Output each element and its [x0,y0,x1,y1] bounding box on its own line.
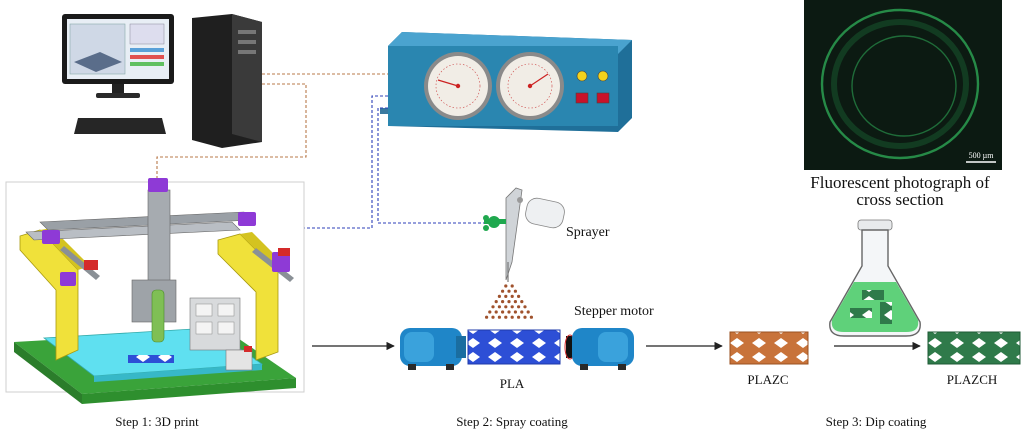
spray-droplet [513,310,518,314]
plazc-label: PLAZC [747,372,788,387]
spray-droplet [523,305,527,309]
spray-droplet [526,310,530,314]
indicator-light-2 [597,70,609,82]
keyboard [74,118,166,134]
fluorescent-caption-line2: cross section [856,190,944,209]
spray-droplet [494,300,498,304]
spray-droplet [507,300,511,304]
spray-droplet [504,305,508,309]
step2-label: Step 2: Spray coating [456,414,568,429]
spray-droplet [529,315,534,319]
spray-droplet [501,289,505,293]
motor-left [400,328,466,370]
spray-droplet [504,294,508,298]
spray-droplet [510,305,514,309]
plazc-scaffold [729,331,809,365]
switch-1 [575,92,589,104]
pc-tower [192,14,262,148]
spray-droplet [485,315,489,319]
sprayer-label: Sprayer [566,225,610,240]
step1-label: Step 1: 3D print [115,414,199,429]
spray-droplet [497,315,501,319]
spray-droplet [494,310,498,314]
spray-droplet [520,310,524,314]
3d-printer [5,178,305,404]
pla-label: PLA [500,376,525,391]
spray-droplet [513,300,518,304]
spray-droplet [497,305,501,309]
switch-2 [596,92,610,104]
spray-droplet [491,305,495,309]
spray-droplet [520,300,524,304]
spray-droplet [501,310,505,314]
scale-bar-label: 500 µm [969,151,995,160]
spray-droplet [497,294,501,298]
spray-droplet [507,289,511,293]
spray-droplet [510,294,514,298]
spray-droplet [504,315,508,319]
plazch-scaffold [927,331,1021,365]
sprayer [483,187,565,282]
spray-droplet [504,284,508,288]
spray-droplet [510,284,514,288]
spray-nozzle-icon [483,215,506,231]
indicator-light-1 [576,70,588,82]
gauge-left [424,52,492,120]
pla-scaffold [467,329,561,365]
spray-droplets [485,284,534,319]
erlenmeyer-flask [829,219,921,337]
motor-right [564,328,634,370]
spray-droplet [517,315,521,319]
spray-droplet [517,294,521,298]
stepper-motor-label: Stepper motor [574,304,654,319]
spray-droplet [523,315,527,319]
wires [156,73,493,311]
print-nozzle [151,289,165,343]
fluorescent-caption-line1: Fluorescent photograph of [810,173,990,192]
plazch-label: PLAZCH [947,372,998,387]
fluorescent-photo [804,0,1002,170]
spray-droplet [491,315,495,319]
spray-droplet [510,315,514,319]
spray-droplet [501,300,505,304]
step3-label: Step 3: Dip coating [826,414,927,429]
computer [62,14,262,148]
spray-droplet [517,305,521,309]
spray-droplet [507,310,511,314]
motor-top [148,178,168,192]
controller-box [380,32,632,132]
gauge-right [496,52,564,120]
spray-droplet [488,310,492,314]
spray-droplet [513,289,518,293]
